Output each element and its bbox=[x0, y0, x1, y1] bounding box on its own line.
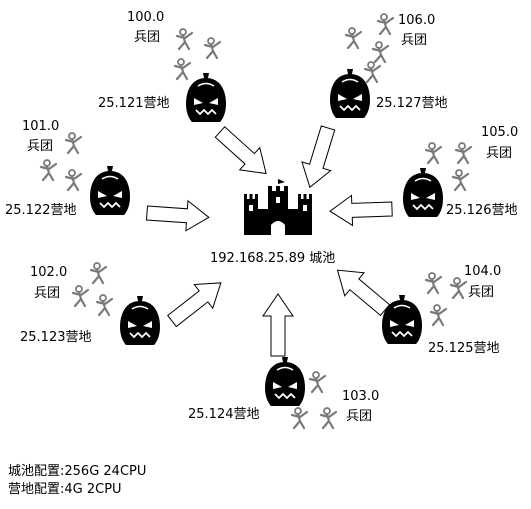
camp-label-123: 25.123营地 bbox=[20, 330, 92, 345]
castle-label: 192.168.25.89 城池 bbox=[210, 251, 335, 266]
troop-label-123: 兵团 bbox=[34, 286, 60, 301]
troop-value-125: 104.0 bbox=[464, 264, 501, 279]
knight-helmet-icon bbox=[89, 165, 131, 216]
troop-group-121 bbox=[173, 27, 222, 81]
arrow-camp-127 bbox=[295, 123, 343, 193]
knight-helmet-icon bbox=[402, 167, 444, 218]
knight-helmet-icon bbox=[329, 68, 371, 119]
soldier-icon bbox=[454, 141, 473, 165]
soldier-icon bbox=[451, 168, 470, 192]
camp-label-124: 25.124营地 bbox=[188, 407, 260, 422]
troop-label-124: 兵团 bbox=[346, 409, 372, 424]
castle-icon bbox=[244, 179, 312, 235]
soldier-icon bbox=[64, 131, 83, 155]
troop-value-126: 105.0 bbox=[481, 125, 518, 140]
soldier-icon bbox=[363, 60, 382, 84]
soldier-icon bbox=[39, 158, 58, 182]
soldier-icon bbox=[371, 40, 390, 64]
troop-value-121: 100.0 bbox=[127, 10, 164, 25]
knight-helmet-icon bbox=[381, 294, 423, 345]
troop-label-126: 兵团 bbox=[486, 146, 512, 161]
troop-label-125: 兵团 bbox=[468, 285, 494, 300]
soldier-icon bbox=[308, 370, 327, 394]
camp-label-122: 25.122营地 bbox=[5, 203, 77, 218]
troop-label-127: 兵团 bbox=[401, 33, 427, 48]
soldier-icon bbox=[95, 293, 114, 317]
soldier-icon bbox=[175, 27, 194, 51]
troop-group-125 bbox=[424, 271, 468, 327]
arrow-camp-123 bbox=[162, 270, 231, 334]
camp-label-125: 25.125营地 bbox=[428, 341, 500, 356]
soldier-icon bbox=[424, 271, 443, 295]
soldier-icon bbox=[424, 141, 443, 165]
arrow-camp-121 bbox=[209, 120, 277, 186]
troop-value-123: 102.0 bbox=[30, 265, 67, 280]
soldier-icon bbox=[89, 261, 108, 285]
soldier-icon bbox=[203, 36, 222, 60]
knight-helmet-icon bbox=[264, 356, 306, 407]
soldier-icon bbox=[173, 57, 192, 81]
troop-value-124: 103.0 bbox=[342, 389, 379, 404]
soldier-icon bbox=[71, 284, 90, 308]
troop-label-122: 兵团 bbox=[27, 139, 53, 154]
troop-group-127 bbox=[344, 12, 395, 84]
knight-helmet-icon bbox=[119, 295, 161, 346]
arrow-camp-122 bbox=[145, 197, 211, 233]
soldier-icon bbox=[64, 168, 83, 192]
arrow-camp-126 bbox=[329, 193, 394, 227]
legend-camp-config: 营地配置:4G 2CPU bbox=[8, 482, 122, 497]
troop-value-122: 101.0 bbox=[22, 119, 59, 134]
camp-label-127: 25.127营地 bbox=[376, 96, 448, 111]
soldier-icon bbox=[344, 26, 363, 50]
arrow-camp-124 bbox=[262, 293, 294, 357]
knight-helmet-icon bbox=[185, 72, 227, 123]
soldier-icon bbox=[290, 406, 309, 430]
soldier-icon bbox=[376, 12, 395, 36]
camp-label-126: 25.126营地 bbox=[446, 203, 518, 218]
soldier-icon bbox=[429, 303, 448, 327]
legend-castle-config: 城池配置:256G 24CPU bbox=[8, 464, 147, 479]
troop-label-121: 兵团 bbox=[134, 30, 160, 45]
troop-value-127: 106.0 bbox=[398, 13, 435, 28]
soldier-icon bbox=[449, 276, 468, 300]
troop-group-123 bbox=[71, 261, 114, 317]
soldier-icon bbox=[319, 406, 338, 430]
camp-label-121: 25.121营地 bbox=[98, 96, 170, 111]
